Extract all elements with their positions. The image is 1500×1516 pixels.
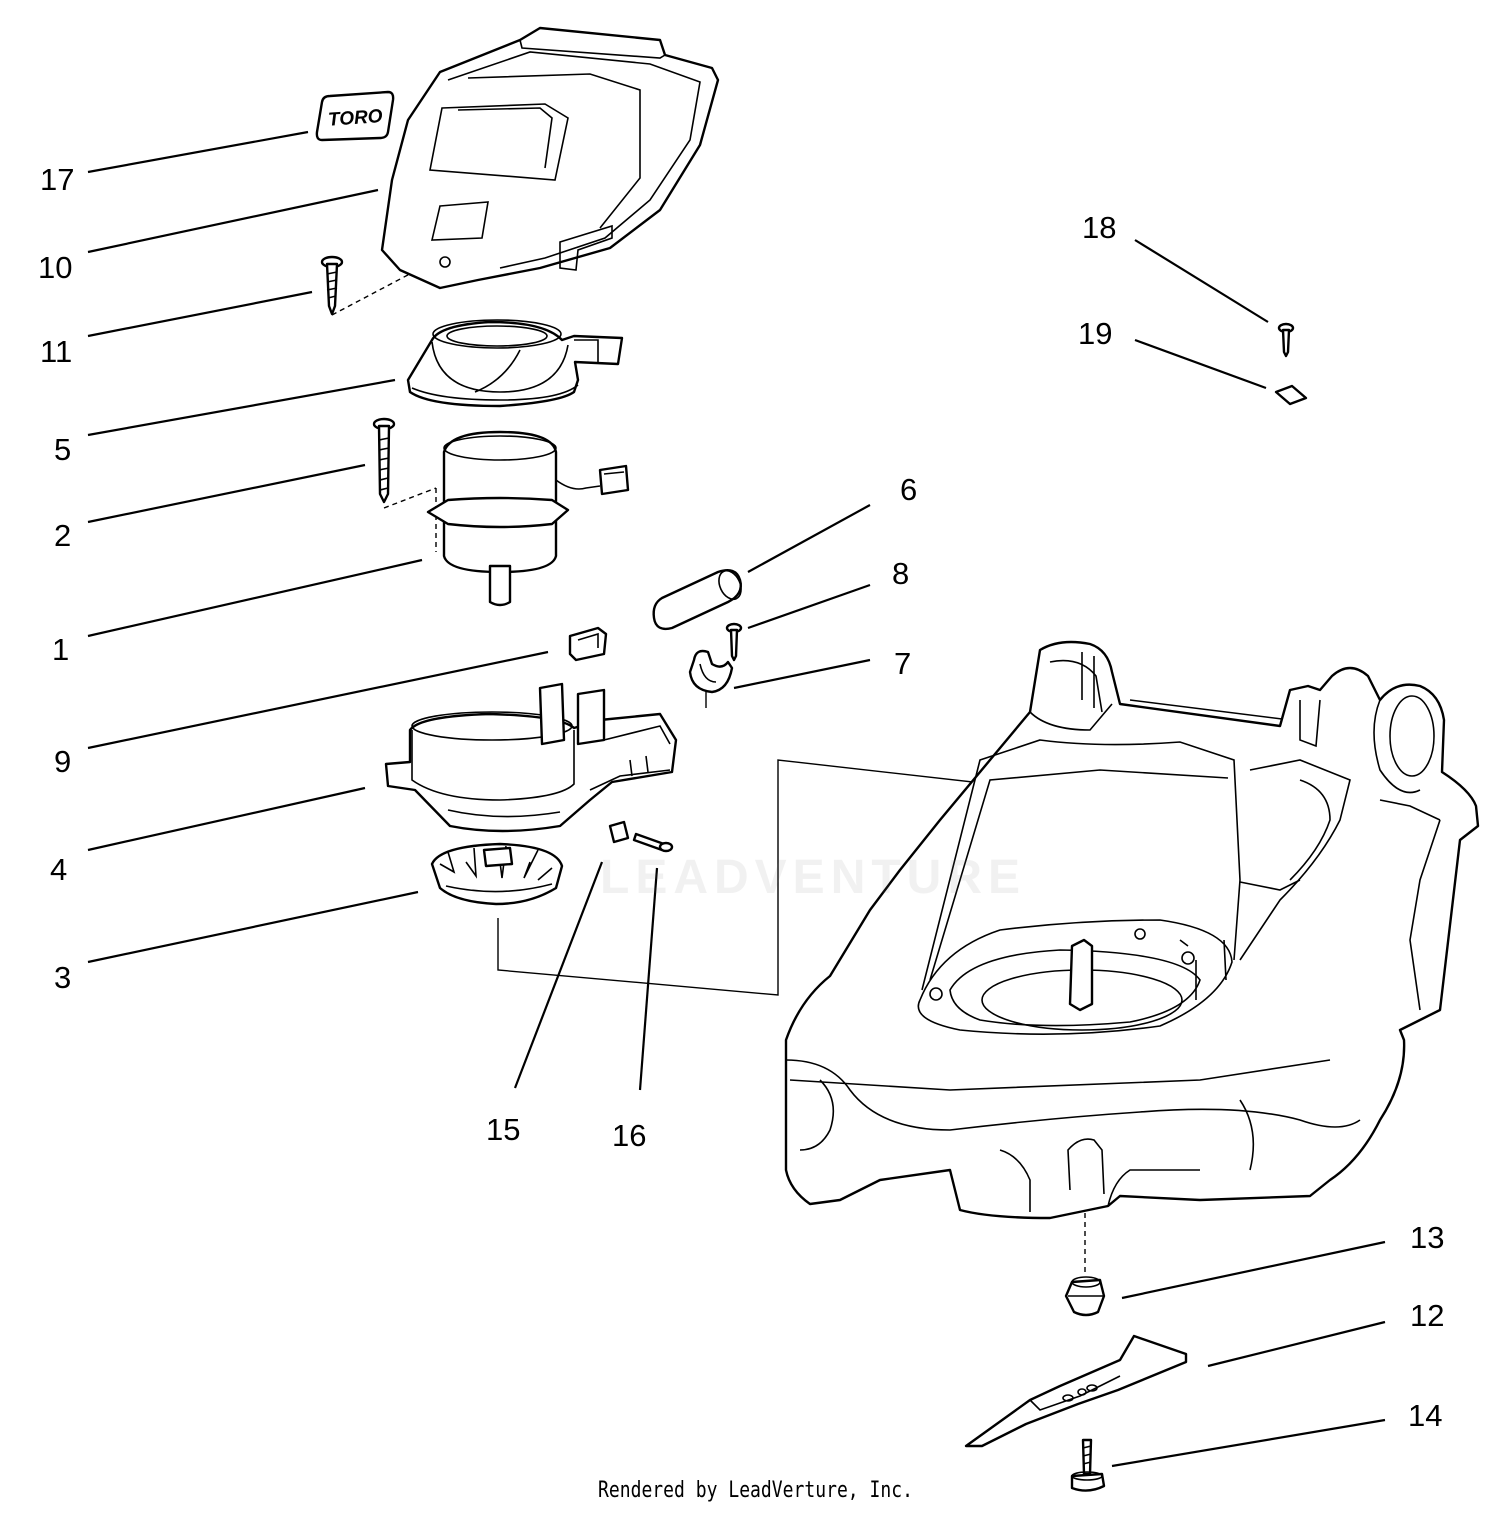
- callout-4: 4: [50, 852, 68, 887]
- screw-18: [1277, 322, 1295, 358]
- leader-14: [1111, 1418, 1386, 1468]
- leader-5: [87, 378, 396, 437]
- toro-decal: TORO: [315, 90, 395, 142]
- screw-15: [632, 832, 674, 853]
- callout-8: 8: [892, 556, 910, 591]
- capacitor: [652, 569, 742, 631]
- callout-13: 13: [1410, 1220, 1445, 1255]
- leader-19: [1134, 338, 1267, 390]
- blade: [964, 1334, 1188, 1448]
- callout-5: 5: [54, 432, 72, 467]
- callout-1: 1: [52, 632, 70, 667]
- screw-2: [372, 417, 396, 504]
- leader-12: [1207, 1320, 1386, 1368]
- fan-housing: [384, 682, 678, 833]
- callout-15: 15: [486, 1112, 521, 1147]
- footer-credit: Rendered by LeadVerture, Inc.: [598, 1478, 913, 1503]
- leader-4: [87, 786, 366, 852]
- callout-10: 10: [38, 250, 73, 285]
- leader-1: [87, 558, 423, 638]
- capacitor-clamp: [688, 649, 734, 694]
- blade-adapter: [1064, 1276, 1106, 1317]
- callout-14: 14: [1408, 1398, 1443, 1433]
- callout-6: 6: [900, 472, 918, 507]
- callout-11: 11: [40, 334, 73, 369]
- watermark: LEADVENTURE: [600, 851, 1027, 904]
- motor: [426, 430, 630, 607]
- leader-2: [87, 463, 366, 524]
- callout-18: 18: [1082, 210, 1117, 245]
- toro-decal-text: TORO: [327, 106, 383, 131]
- screw-11: [320, 255, 344, 316]
- motor-shroud: [406, 319, 624, 408]
- top-cover: [380, 26, 720, 290]
- callout-9: 9: [54, 744, 72, 779]
- leader-13: [1121, 1240, 1386, 1300]
- callout-19: 19: [1078, 316, 1113, 351]
- leader-8: [747, 583, 871, 630]
- callout-12: 12: [1410, 1298, 1445, 1333]
- leader-18: [1134, 239, 1269, 323]
- callout-17: 17: [40, 162, 75, 197]
- plate-19: [1274, 384, 1308, 406]
- callout-7: 7: [894, 646, 912, 681]
- leader-3: [87, 890, 419, 964]
- mower-deck: [784, 640, 1480, 1220]
- callout-3: 3: [54, 960, 72, 995]
- leader-16: [638, 867, 659, 1091]
- screw-8: [725, 622, 743, 662]
- callout-16: 16: [612, 1118, 647, 1153]
- clip-9: [568, 626, 608, 662]
- leader-11: [87, 290, 313, 338]
- leader-10: [87, 188, 379, 254]
- leader-9: [87, 650, 549, 750]
- leader-7: [733, 658, 871, 690]
- blade-bolt: [1070, 1438, 1106, 1492]
- leader-17: [87, 130, 309, 174]
- speed-nut: [608, 820, 630, 844]
- callout-2: 2: [54, 518, 72, 553]
- leader-6: [747, 504, 871, 573]
- fan: [430, 842, 564, 906]
